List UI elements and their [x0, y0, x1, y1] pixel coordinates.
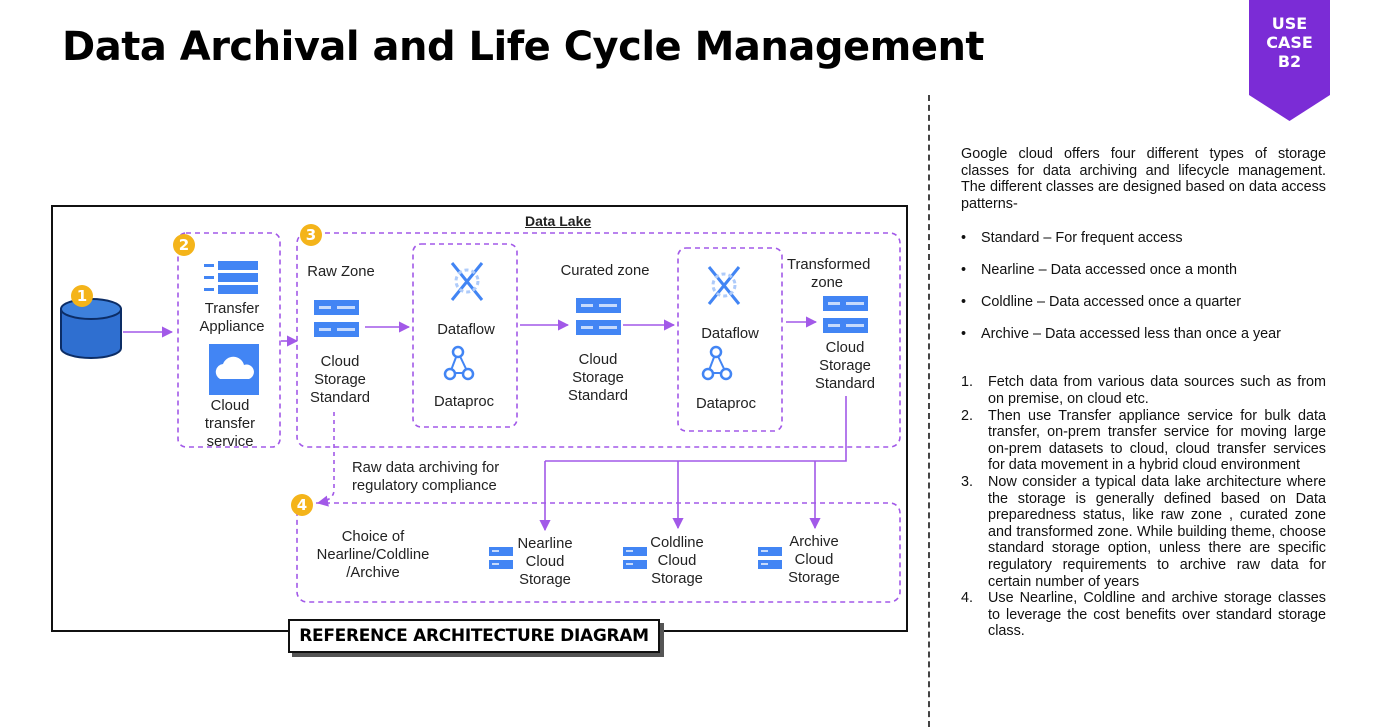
step-number: 2.: [961, 407, 974, 424]
processing-box-1: [412, 243, 518, 428]
nearline-storage-icon: [489, 547, 513, 569]
raw-archiving-label: Raw data archiving for regulatory compli…: [352, 460, 500, 494]
step-text: Now consider a typical data lake archite…: [988, 473, 1326, 590]
storage-class-item: Standard – For frequent access: [961, 229, 1326, 261]
step-badge-2: 2: [173, 234, 195, 256]
step-badge-1: 1: [71, 285, 93, 307]
transformed-zone-label: Transformed zone: [787, 257, 871, 291]
coldline-label: Coldline Cloud Storage: [650, 535, 704, 587]
dataproc-icon-1: [443, 345, 475, 381]
coldline-storage-icon: [623, 547, 647, 569]
dataflow-icon-2: [707, 266, 741, 305]
processing-box-2: [677, 247, 783, 432]
step-item: 2. Then use Transfer appliance service fo…: [961, 408, 1326, 474]
step-number: 4.: [961, 590, 974, 607]
data-lake-label: Data Lake: [525, 213, 592, 229]
dataflow-label-2: Dataflow: [701, 326, 759, 342]
badge-line: USE: [1271, 14, 1308, 33]
use-case-badge: [1249, 0, 1330, 121]
storage-class-item: Coldline – Data accessed once a quarter: [961, 293, 1326, 325]
choice-label: Choice of Nearline/Coldline /Archive: [316, 529, 430, 581]
archive-branch-line: [545, 396, 847, 462]
transfer-zone-box: [177, 232, 281, 448]
dataflow-icon-1: [450, 262, 484, 301]
database-icon: [60, 298, 122, 359]
dataproc-label-2: Dataproc: [695, 396, 757, 412]
curated-storage-icon: [576, 298, 621, 335]
divider: [928, 95, 930, 727]
transfer-appliance-icon: [204, 261, 258, 294]
step-text: Use Nearline, Coldline and archive stora…: [988, 590, 1326, 640]
curated-storage-label: Cloud Storage Standard: [567, 352, 629, 404]
curated-zone-label: Curated zone: [560, 263, 650, 279]
dataproc-label-1: Dataproc: [433, 394, 495, 410]
storage-class-item: Archive – Data accessed less than once a…: [961, 325, 1326, 357]
archive-storage-icon: [758, 547, 782, 569]
page-title: Data Archival and Life Cycle Management: [62, 24, 985, 70]
raw-storage-icon: [314, 300, 359, 337]
raw-storage-label: Cloud Storage Standard: [309, 354, 371, 406]
cloud-transfer-icon: [209, 344, 259, 395]
intro-paragraph: Google cloud offers four different types…: [961, 146, 1326, 212]
arrow-raw-archiving: [316, 412, 335, 507]
transfer-appliance-label: Transfer Appliance: [199, 301, 265, 335]
archive-label: Archive Cloud Storage: [788, 534, 840, 586]
step-number: 1.: [961, 374, 974, 391]
dataflow-label-1: Dataflow: [437, 322, 495, 338]
reference-diagram-caption: REFERENCE ARCHITECTURE DIAGRAM: [288, 619, 660, 653]
step-item: 3. Now consider a typical data lake archi…: [961, 474, 1326, 590]
nearline-label: Nearline Cloud Storage: [517, 536, 573, 588]
use-case-badge-text: USE CASE B2: [1249, 14, 1330, 71]
storage-class-list: Standard – For frequent access Nearline …: [961, 229, 1326, 357]
archive-zone-box: [296, 502, 901, 603]
step-text: Then use Transfer appliance service for …: [988, 407, 1326, 474]
transformed-storage-label: Cloud Storage Standard: [814, 340, 876, 392]
step-item: 4. Use Nearline, Coldline and archive sto…: [961, 590, 1326, 640]
badge-line: B2: [1277, 52, 1302, 71]
step-number: 3.: [961, 473, 974, 490]
step-text: Fetch data from various data sources suc…: [988, 374, 1326, 407]
transformed-storage-icon: [823, 296, 868, 333]
description-panel: Google cloud offers four different types…: [961, 146, 1326, 640]
raw-zone-label: Raw Zone: [307, 264, 375, 280]
badge-line: CASE: [1266, 33, 1313, 52]
dataproc-icon-2: [701, 345, 733, 381]
step-item: 1. Fetch data from various data sources s…: [961, 374, 1326, 407]
step-badge-3: 3: [300, 224, 322, 246]
cloud-transfer-label: Cloud transfer service: [204, 398, 256, 450]
steps-list: 1. Fetch data from various data sources s…: [961, 374, 1326, 640]
step-badge-4: 4: [291, 494, 313, 516]
storage-class-item: Nearline – Data accessed once a month: [961, 261, 1326, 293]
